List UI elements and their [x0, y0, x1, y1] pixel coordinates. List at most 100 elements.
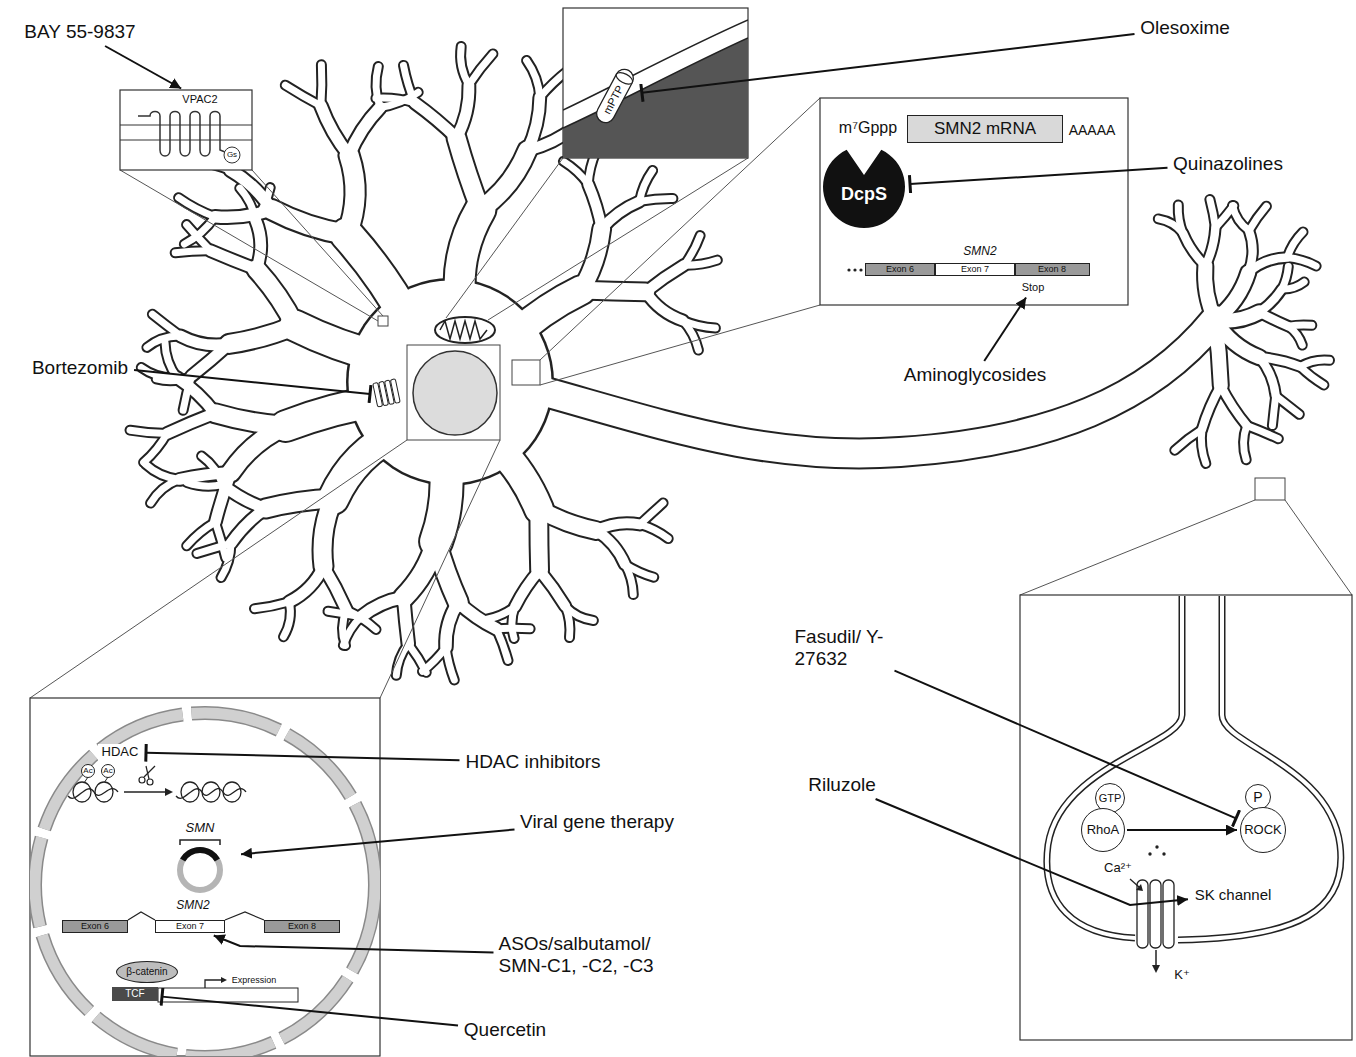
neuron-outline	[1233, 206, 1250, 231]
leader-line	[380, 440, 500, 698]
dcps-enzyme: DcpS	[822, 145, 906, 229]
neuron-outline	[588, 184, 602, 229]
neuron-outline	[596, 531, 625, 565]
neuron-outline	[272, 210, 347, 235]
neuron-outline	[684, 236, 700, 266]
gene-promoter	[205, 980, 221, 988]
arrow-connector	[876, 799, 1188, 905]
neuron-outline	[446, 602, 458, 647]
receptor-inset	[120, 125, 252, 126]
neuron-outline	[640, 524, 668, 538]
neuron-outline	[152, 314, 180, 336]
rhoa-circle: RhoA	[1081, 808, 1125, 852]
synapse-inset	[1047, 596, 1182, 938]
neuron-outline	[361, 598, 404, 617]
neuron-outline	[187, 483, 222, 487]
neuron-outline	[177, 378, 215, 414]
nucleosome	[102, 765, 115, 778]
scissors-symbol	[139, 777, 145, 783]
expression-label: Expression	[228, 974, 280, 987]
synapse-inset	[1178, 596, 1341, 940]
gene-promoter	[221, 977, 227, 983]
exon-box: Exon 7	[935, 263, 1015, 276]
acetyl-label: Ac	[83, 766, 92, 775]
label-text: Bortezomib	[32, 357, 128, 379]
polya-label: AAAAA	[1065, 121, 1119, 140]
ion-label: Ca²⁺	[1102, 861, 1134, 876]
node-text: Riluzole	[808, 774, 876, 796]
node-text: TCF	[125, 988, 144, 1000]
neuron-outline	[317, 65, 325, 106]
gene-label: SMN2	[961, 245, 998, 259]
neuron-outline	[625, 564, 634, 595]
neuron-outline	[322, 499, 333, 567]
mrna-inset	[859, 268, 862, 271]
splice-line	[128, 912, 155, 920]
neuron-outline	[1282, 282, 1304, 289]
neuron-outline	[321, 106, 349, 156]
ion-channel	[1130, 879, 1139, 887]
neuron-outline	[285, 85, 321, 106]
arrow-connector	[1127, 829, 1237, 831]
neuron-outline	[347, 155, 355, 234]
neuron-outline	[1202, 386, 1221, 430]
neuron-outline	[322, 499, 333, 567]
beta-catenin-ellipse: β-catenin	[116, 961, 178, 983]
leader-line	[1285, 500, 1352, 595]
organelle	[378, 316, 1285, 500]
gene-promoter	[158, 988, 298, 1002]
node-text: Exon 8	[288, 921, 316, 931]
neuron-outline	[231, 509, 266, 544]
neuron-outline	[588, 184, 602, 229]
bracket	[180, 840, 220, 845]
neuron-outline	[361, 598, 404, 617]
neuron-outline	[646, 292, 683, 321]
neuron-outline	[1178, 205, 1183, 233]
neuron-outline	[1276, 396, 1300, 415]
mitochondrion-inset	[563, 20, 748, 110]
neuron-outline	[565, 606, 570, 637]
node-text: Quinazolines	[1173, 153, 1283, 175]
neuron-outline	[1215, 320, 1221, 386]
arrow-connector	[214, 936, 494, 953]
neuron-outline	[457, 138, 481, 210]
neuron-outline	[240, 188, 256, 220]
neuron-outline	[497, 629, 509, 661]
neuron-outline	[602, 201, 640, 228]
inhibition-connector	[146, 753, 460, 761]
neuron-outline	[175, 251, 210, 253]
node-text: RhoA	[1087, 823, 1120, 838]
neuron-outline	[565, 606, 570, 637]
neuron-outline	[315, 65, 327, 106]
ion-channel	[1155, 845, 1158, 848]
ion-channel	[1163, 880, 1174, 948]
neuron-outline	[349, 108, 380, 156]
neuron-outline	[1244, 426, 1247, 460]
leader-line	[252, 170, 383, 316]
neuron-outline	[1259, 289, 1282, 312]
ion-channel	[1155, 950, 1157, 966]
nucleus-inset	[35, 713, 375, 1056]
neuron-outline	[151, 479, 180, 503]
inhibition-connector	[162, 997, 458, 1026]
neuron-outline	[187, 522, 216, 546]
neuron-outline	[167, 413, 215, 433]
nucleus-inset	[30, 698, 380, 1057]
leader-line	[446, 158, 563, 318]
neuron-outline	[343, 617, 361, 646]
nucleosome	[124, 791, 166, 793]
label-text: SMN2	[963, 245, 996, 259]
neuron-outline	[130, 430, 167, 433]
neuron-outline	[527, 61, 540, 98]
ion-channel	[1152, 965, 1160, 973]
node-text: Exon 6	[886, 264, 914, 274]
neuron-outline	[1300, 367, 1324, 385]
neuron-outline	[446, 602, 458, 647]
neuron-outline	[376, 98, 415, 103]
neuron-outline	[145, 464, 179, 479]
nucleosome	[223, 782, 241, 802]
node-text: BAY 55-9837	[24, 21, 135, 43]
drug-label: Quercetin	[460, 1018, 550, 1042]
neuron-outline	[1205, 266, 1215, 320]
label-text: Ca²⁺	[1104, 861, 1132, 876]
